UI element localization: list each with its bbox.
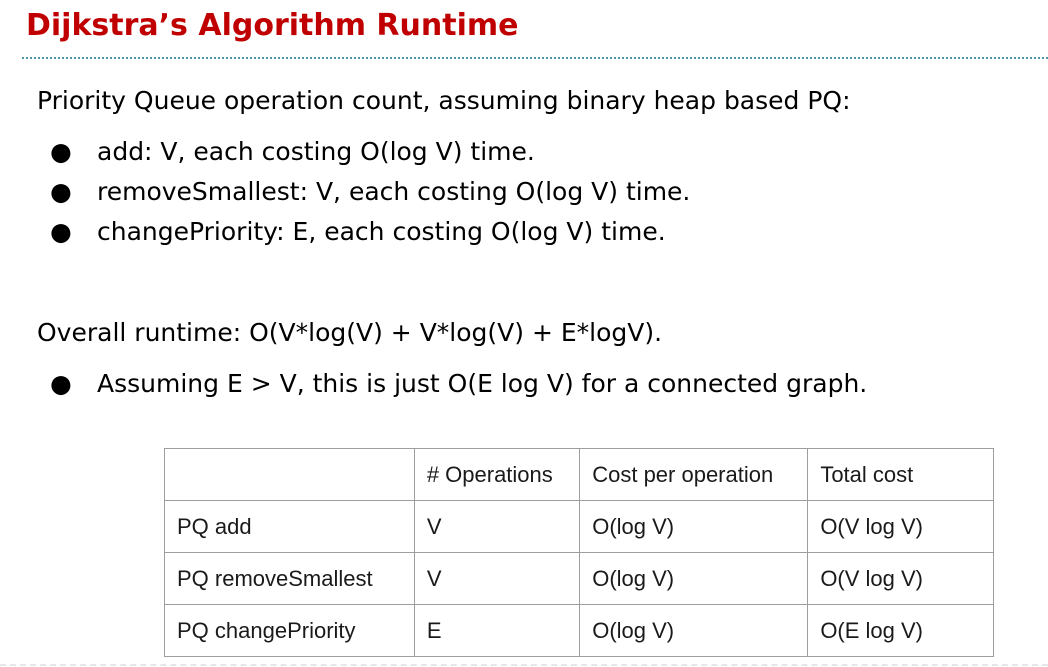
bullet-text: changePriority: E, each costing O(log V)…	[97, 217, 666, 246]
bullet-icon: ●	[50, 217, 72, 246]
table-header-cell	[164, 448, 415, 501]
operations-table: # Operations Cost per operation Total co…	[164, 448, 994, 657]
table-row: PQ changePriority E O(log V) O(E log V)	[164, 604, 994, 657]
table-header-cell: # Operations	[413, 448, 581, 501]
bullet-text: Assuming E > V, this is just O(E log V) …	[97, 369, 868, 398]
table-cell: E	[413, 604, 581, 657]
bullet-text: add: V, each costing O(log V) time.	[97, 137, 535, 166]
bullet-text: removeSmallest: V, each costing O(log V)…	[97, 177, 691, 206]
title-divider	[22, 57, 1048, 59]
table-cell: V	[413, 500, 581, 553]
bullet-icon: ●	[50, 177, 72, 206]
table-cell: V	[413, 552, 581, 605]
table-cell: O(V log V)	[807, 500, 994, 553]
table-cell: O(E log V)	[807, 604, 994, 657]
table-header-cell: Total cost	[807, 448, 994, 501]
slide-bottom-edge	[0, 664, 1048, 666]
table-header-row: # Operations Cost per operation Total co…	[164, 448, 994, 501]
table-row: PQ removeSmallest V O(log V) O(V log V)	[164, 552, 994, 605]
table-cell: O(V log V)	[807, 552, 994, 605]
table-cell: PQ add	[164, 500, 415, 553]
table-header-cell: Cost per operation	[579, 448, 809, 501]
slide-title: Dijkstra’s Algorithm Runtime	[26, 8, 519, 43]
bullet-icon: ●	[50, 137, 72, 166]
table-row: PQ add V O(log V) O(V log V)	[164, 500, 994, 553]
intro-text: Priority Queue operation count, assuming…	[37, 86, 851, 115]
table-cell: O(log V)	[579, 552, 809, 605]
table-cell: PQ removeSmallest	[164, 552, 415, 605]
table-cell: O(log V)	[579, 500, 809, 553]
table-cell: PQ changePriority	[164, 604, 415, 657]
bullet-icon: ●	[50, 369, 72, 398]
table-cell: O(log V)	[579, 604, 809, 657]
overall-runtime-text: Overall runtime: O(V*log(V) + V*log(V) +…	[37, 318, 663, 347]
